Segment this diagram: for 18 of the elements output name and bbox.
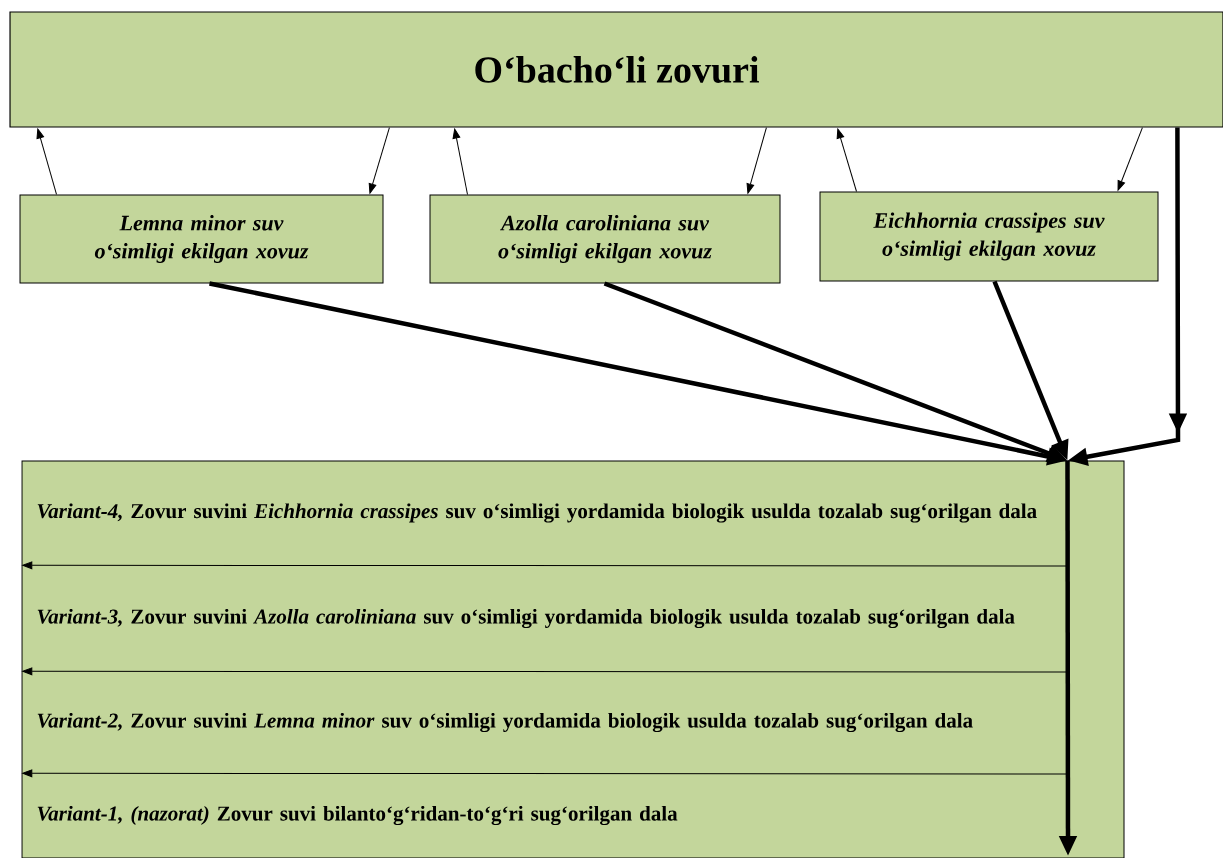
pond-box: Lemna minor suv o‘simligi ekilgan xovuz — [19, 194, 384, 284]
variant-text: Variant-4, Zovur suvini Eichhornia crassipes suv o‘simligi yordamida biologik usulda tozalab sug‘orilgan dala — [37, 503, 1037, 523]
variant-text: Variant-3, Zovur suvini Azolla caroliniana suv o‘simligi yordamida biologik usulda tozalab sug‘orilgan dala — [37, 608, 1015, 629]
arrow — [36, 128, 57, 195]
variant-text: Variant-2, Zovur suvini Lemna minor suv o‘simligi yordamida biologik usulda tozalab sug‘orilgan dala — [37, 712, 973, 733]
arrow — [746, 127, 767, 194]
arrow — [22, 561, 1069, 570]
arrow — [368, 127, 390, 194]
arrow — [836, 128, 857, 192]
field-box — [21, 460, 1125, 858]
channel-box: O‘bacho‘li zovuri — [9, 11, 1223, 128]
arrow — [22, 667, 1069, 676]
arrow — [22, 769, 1069, 778]
variant-text: Variant-1, (nazorat) Zovur suvi bilanto‘g‘ridan-to‘g‘ri sug‘orilgan dala — [37, 805, 678, 826]
arrow — [452, 128, 468, 195]
pond-box: Eichhornia crassipes suv o‘simligi ekilgan xovuz — [819, 191, 1159, 282]
pond-box: Azolla caroliniana suv o‘simligi ekilgan xovuz — [429, 194, 781, 284]
arrow — [1117, 127, 1143, 191]
